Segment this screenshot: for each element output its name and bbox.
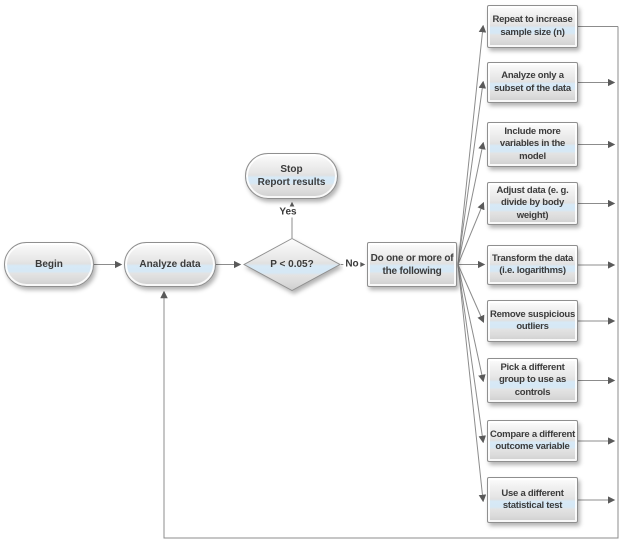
option-node-more-variables: Include more variables in the model [487, 122, 578, 167]
stop-report-node: Stop Report results [245, 153, 338, 199]
option-node-adjust-data: Adjust data (e. g. divide by body weight… [487, 182, 578, 225]
yes-branch-label: Yes [277, 206, 299, 218]
option-node-different-outcome: Compare a different outcome variable [487, 420, 578, 462]
option-node-different-test: Use a different statistical test [487, 477, 578, 523]
option-node-subset-of-data: Analyze only a subset of the data [487, 62, 578, 103]
option-node-remove-outliers: Remove suspicious outliers [487, 300, 578, 342]
decision-label: P < 0.05? [270, 259, 314, 270]
decision-node: P < 0.05? [243, 238, 341, 291]
option-node-transform-data: Transform the data (i.e. logarithms) [487, 245, 578, 285]
no-branch-label: No [343, 258, 361, 270]
option-node-increase-sample-size: Repeat to increase sample size (n) [487, 5, 578, 48]
hub-node: Do one or more of the following [367, 242, 457, 287]
option-node-different-controls: Pick a different group to use as control… [487, 358, 578, 403]
analyze-data-node: Analyze data [124, 242, 216, 287]
begin-node: Begin [4, 242, 94, 287]
